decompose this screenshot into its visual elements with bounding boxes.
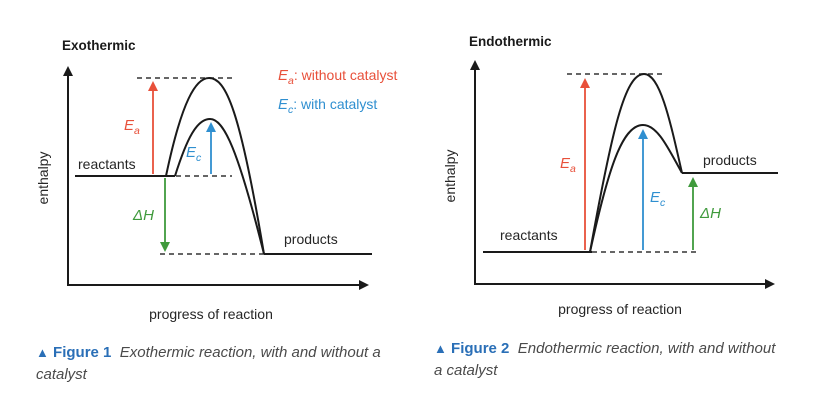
legend-ec: Ec: with catalyst — [278, 96, 377, 116]
exo-dh-label: ΔH — [132, 207, 154, 224]
exo-catalysed-curve — [174, 117, 265, 255]
figure-1-caption: ▲ Figure 1 Exothermic reaction, with and… — [36, 342, 396, 386]
endo-ea-label: Ea — [560, 155, 576, 175]
endo-y-axis-label: enthalpy — [442, 150, 458, 203]
exothermic-diagram: Exothermic enthalpy progress of reaction… — [35, 38, 397, 322]
endo-title: Endothermic — [469, 34, 552, 49]
exo-ec-label: Ec — [186, 144, 202, 164]
endo-dh-label: ΔH — [699, 205, 721, 222]
exo-ea-label: Ea — [124, 117, 140, 137]
triangle-icon: ▲ — [36, 345, 49, 360]
exo-uncatalysed-curve — [165, 76, 265, 255]
endo-x-axis-label: progress of reaction — [558, 301, 682, 317]
triangle-icon: ▲ — [434, 341, 447, 356]
figure-2-caption: ▲ Figure 2 Endothermic reaction, with an… — [434, 338, 779, 382]
endo-ec-label: Ec — [650, 189, 666, 209]
endo-uncatalysed-curve — [589, 72, 683, 253]
endo-catalysed-curve — [589, 123, 683, 253]
figure-2-text: Endothermic reaction, with and without a… — [434, 340, 776, 379]
legend-ea: Ea: without catalyst — [278, 67, 397, 87]
figure-1-text: Exothermic reaction, with and without a … — [36, 344, 381, 383]
exo-reactants-label: reactants — [78, 156, 136, 172]
figure-2-label: Figure 2 — [451, 340, 510, 357]
exo-products-label: products — [284, 231, 338, 247]
exo-y-axis-label: enthalpy — [35, 152, 51, 205]
figure-1-label: Figure 1 — [53, 344, 112, 361]
endo-products-label: products — [703, 152, 757, 168]
endo-reactants-label: reactants — [500, 227, 558, 243]
endothermic-diagram: Endothermic enthalpy progress of reactio… — [442, 34, 778, 317]
exo-x-axis-label: progress of reaction — [149, 306, 273, 322]
exo-title: Exothermic — [62, 38, 136, 53]
